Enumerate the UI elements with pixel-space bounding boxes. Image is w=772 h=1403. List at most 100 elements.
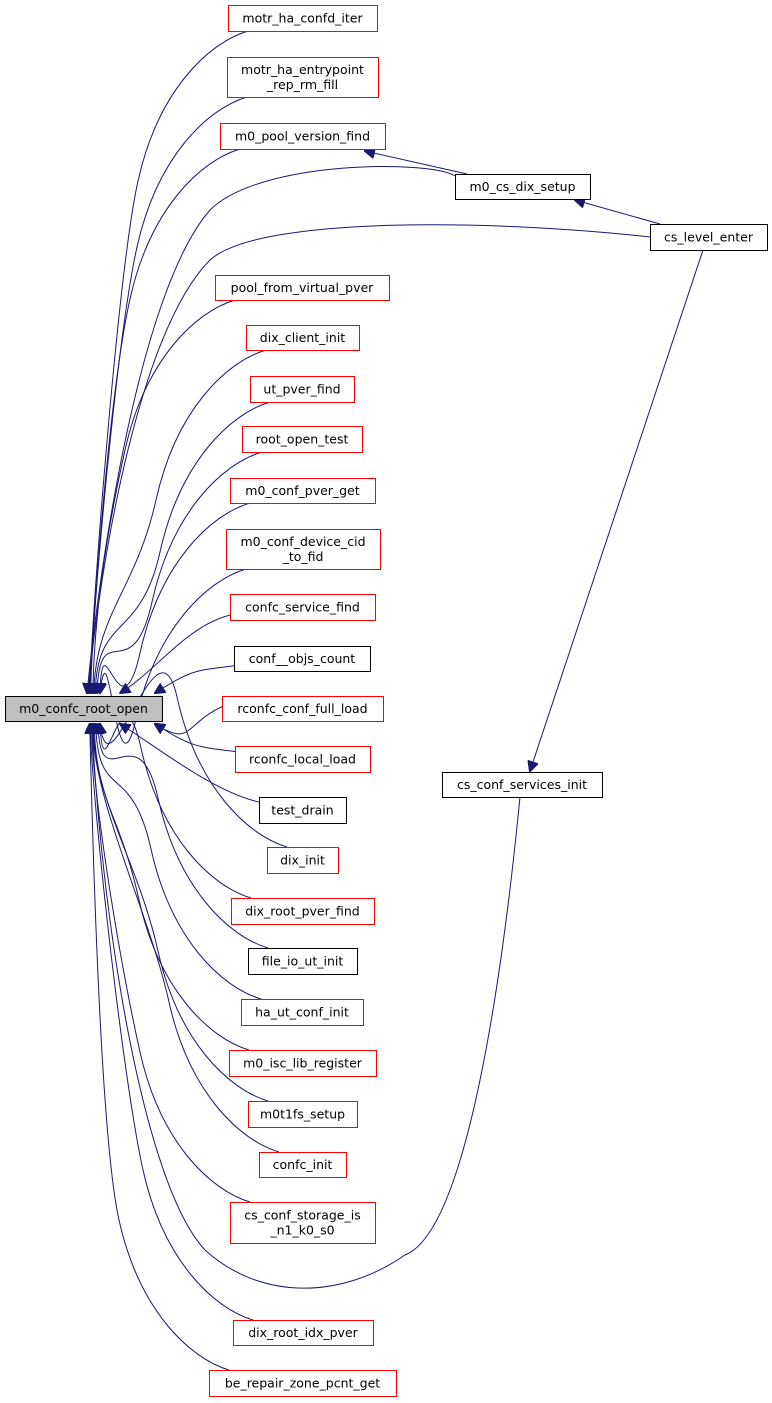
node-box (242, 426, 363, 453)
caller-node[interactable]: cs_level_enter (650, 224, 768, 251)
node-label: cs_level_enter (664, 230, 754, 245)
node-box (228, 5, 378, 32)
node-box (220, 123, 386, 150)
caller-node[interactable]: cs_conf_storage_is_n1_k0_s0 (230, 1202, 376, 1244)
node-label: m0_conf_pver_get (245, 483, 360, 498)
node-label: dix_init (280, 853, 325, 868)
node-box (259, 1152, 347, 1178)
node-label: dix_root_pver_find (245, 904, 360, 919)
call-edge (575, 200, 661, 225)
node-label: rconfc_conf_full_load (237, 701, 367, 716)
node-label: ha_ut_conf_init (255, 1005, 349, 1020)
root-node[interactable]: m0_confc_root_open (5, 696, 163, 722)
caller-node[interactable]: motr_ha_entrypoint_rep_rm_fill (227, 57, 379, 98)
caller-node[interactable]: dix_root_idx_pver (233, 1320, 374, 1346)
call-edge (120, 612, 241, 693)
caller-node[interactable]: m0_conf_pver_get (230, 478, 376, 504)
caller-node[interactable]: dix_client_init (246, 325, 360, 351)
node-label: cs_conf_services_init (457, 777, 587, 792)
caller-node[interactable]: conf__objs_count (234, 646, 371, 672)
node-label: confc_init (273, 1157, 333, 1172)
call-edge (88, 224, 651, 693)
caller-node[interactable]: rconfc_conf_full_load (222, 696, 384, 722)
call-edge (90, 724, 230, 1371)
call-edge (91, 148, 241, 693)
caller-node[interactable]: cs_conf_services_init (442, 772, 603, 798)
node-label: file_io_ut_init (262, 954, 344, 969)
node-box (215, 275, 390, 301)
caller-node[interactable]: dix_root_pver_find (231, 898, 375, 925)
node-box (229, 1050, 377, 1077)
call-edge (155, 664, 245, 694)
node-label: ut_pver_find (263, 382, 340, 397)
call-edge (94, 349, 267, 693)
caller-node[interactable]: confc_init (259, 1152, 347, 1178)
node-label: m0t1fs_setup (260, 1107, 345, 1122)
node-box (209, 1370, 397, 1397)
call-edge (100, 502, 251, 693)
node-label: motr_ha_confd_iter (242, 11, 363, 26)
call-edge (95, 401, 271, 693)
call-edge (97, 451, 263, 693)
call-edge (100, 568, 247, 744)
node-box (248, 1101, 358, 1128)
caller-node[interactable]: m0_pool_version_find (220, 123, 386, 150)
call-edge (91, 724, 251, 1203)
node-box (267, 847, 339, 874)
call-edge (90, 96, 248, 693)
node-label: dix_client_init (260, 330, 346, 345)
call-edge (90, 724, 254, 1321)
node-label: m0_confc_root_open (19, 701, 148, 716)
node-label: m0_cs_dix_setup (469, 179, 575, 194)
nodes-layer: m0_confc_root_open motr_ha_confd_itermotr… (5, 5, 768, 1397)
call-edge (155, 724, 246, 754)
node-label: rconfc_local_load (249, 752, 356, 767)
node-box (455, 174, 591, 200)
node-box (230, 594, 376, 621)
call-edge (155, 702, 233, 735)
node-label: motr_ha_entrypoint (241, 62, 364, 77)
caller-node[interactable]: root_open_test (242, 426, 363, 453)
edges-layer (87, 30, 704, 1371)
node-box (230, 1202, 376, 1244)
call-edge (120, 724, 270, 805)
node-label: _n1_k0_s0 (269, 1223, 334, 1238)
node-box (241, 999, 364, 1026)
node-box (227, 57, 379, 98)
call-edge (100, 717, 252, 899)
node-box (5, 696, 163, 722)
caller-node[interactable]: ut_pver_find (250, 376, 355, 403)
call-edge (530, 249, 704, 771)
node-box (234, 646, 371, 672)
node-label: be_repair_zone_pcnt_get (225, 1376, 380, 1391)
caller-node[interactable]: m0t1fs_setup (248, 1101, 358, 1128)
node-label: dix_root_idx_pver (248, 1325, 358, 1340)
node-box (222, 696, 384, 722)
node-label: m0_isc_lib_register (243, 1056, 363, 1071)
caller-node[interactable]: file_io_ut_init (248, 948, 358, 975)
caller-node[interactable]: be_repair_zone_pcnt_get (209, 1370, 397, 1397)
node-label: _rep_rm_fill (266, 77, 338, 92)
call-edge (92, 724, 280, 1153)
caller-node[interactable]: dix_init (267, 847, 339, 874)
caller-node[interactable]: m0_isc_lib_register (229, 1050, 377, 1077)
call-edge (92, 724, 521, 1289)
node-label: _to_fid (282, 549, 324, 564)
node-box (226, 529, 381, 570)
caller-node[interactable]: pool_from_virtual_pver (215, 275, 390, 301)
caller-node[interactable]: test_drain (259, 797, 347, 824)
node-box (230, 478, 376, 504)
call-edge (96, 724, 262, 1000)
node-box (235, 746, 371, 773)
caller-node[interactable]: motr_ha_confd_iter (228, 5, 378, 32)
caller-node[interactable]: ha_ut_conf_init (241, 999, 364, 1026)
node-box (248, 948, 358, 975)
caller-node[interactable]: confc_service_find (230, 594, 376, 621)
caller-node[interactable]: rconfc_local_load (235, 746, 371, 773)
node-label: test_drain (271, 803, 333, 818)
node-box (650, 224, 768, 251)
caller-node[interactable]: m0_cs_dix_setup (455, 174, 591, 200)
node-box (442, 772, 603, 798)
node-box (233, 1320, 374, 1346)
caller-node[interactable]: m0_conf_device_cid_to_fid (226, 529, 381, 570)
